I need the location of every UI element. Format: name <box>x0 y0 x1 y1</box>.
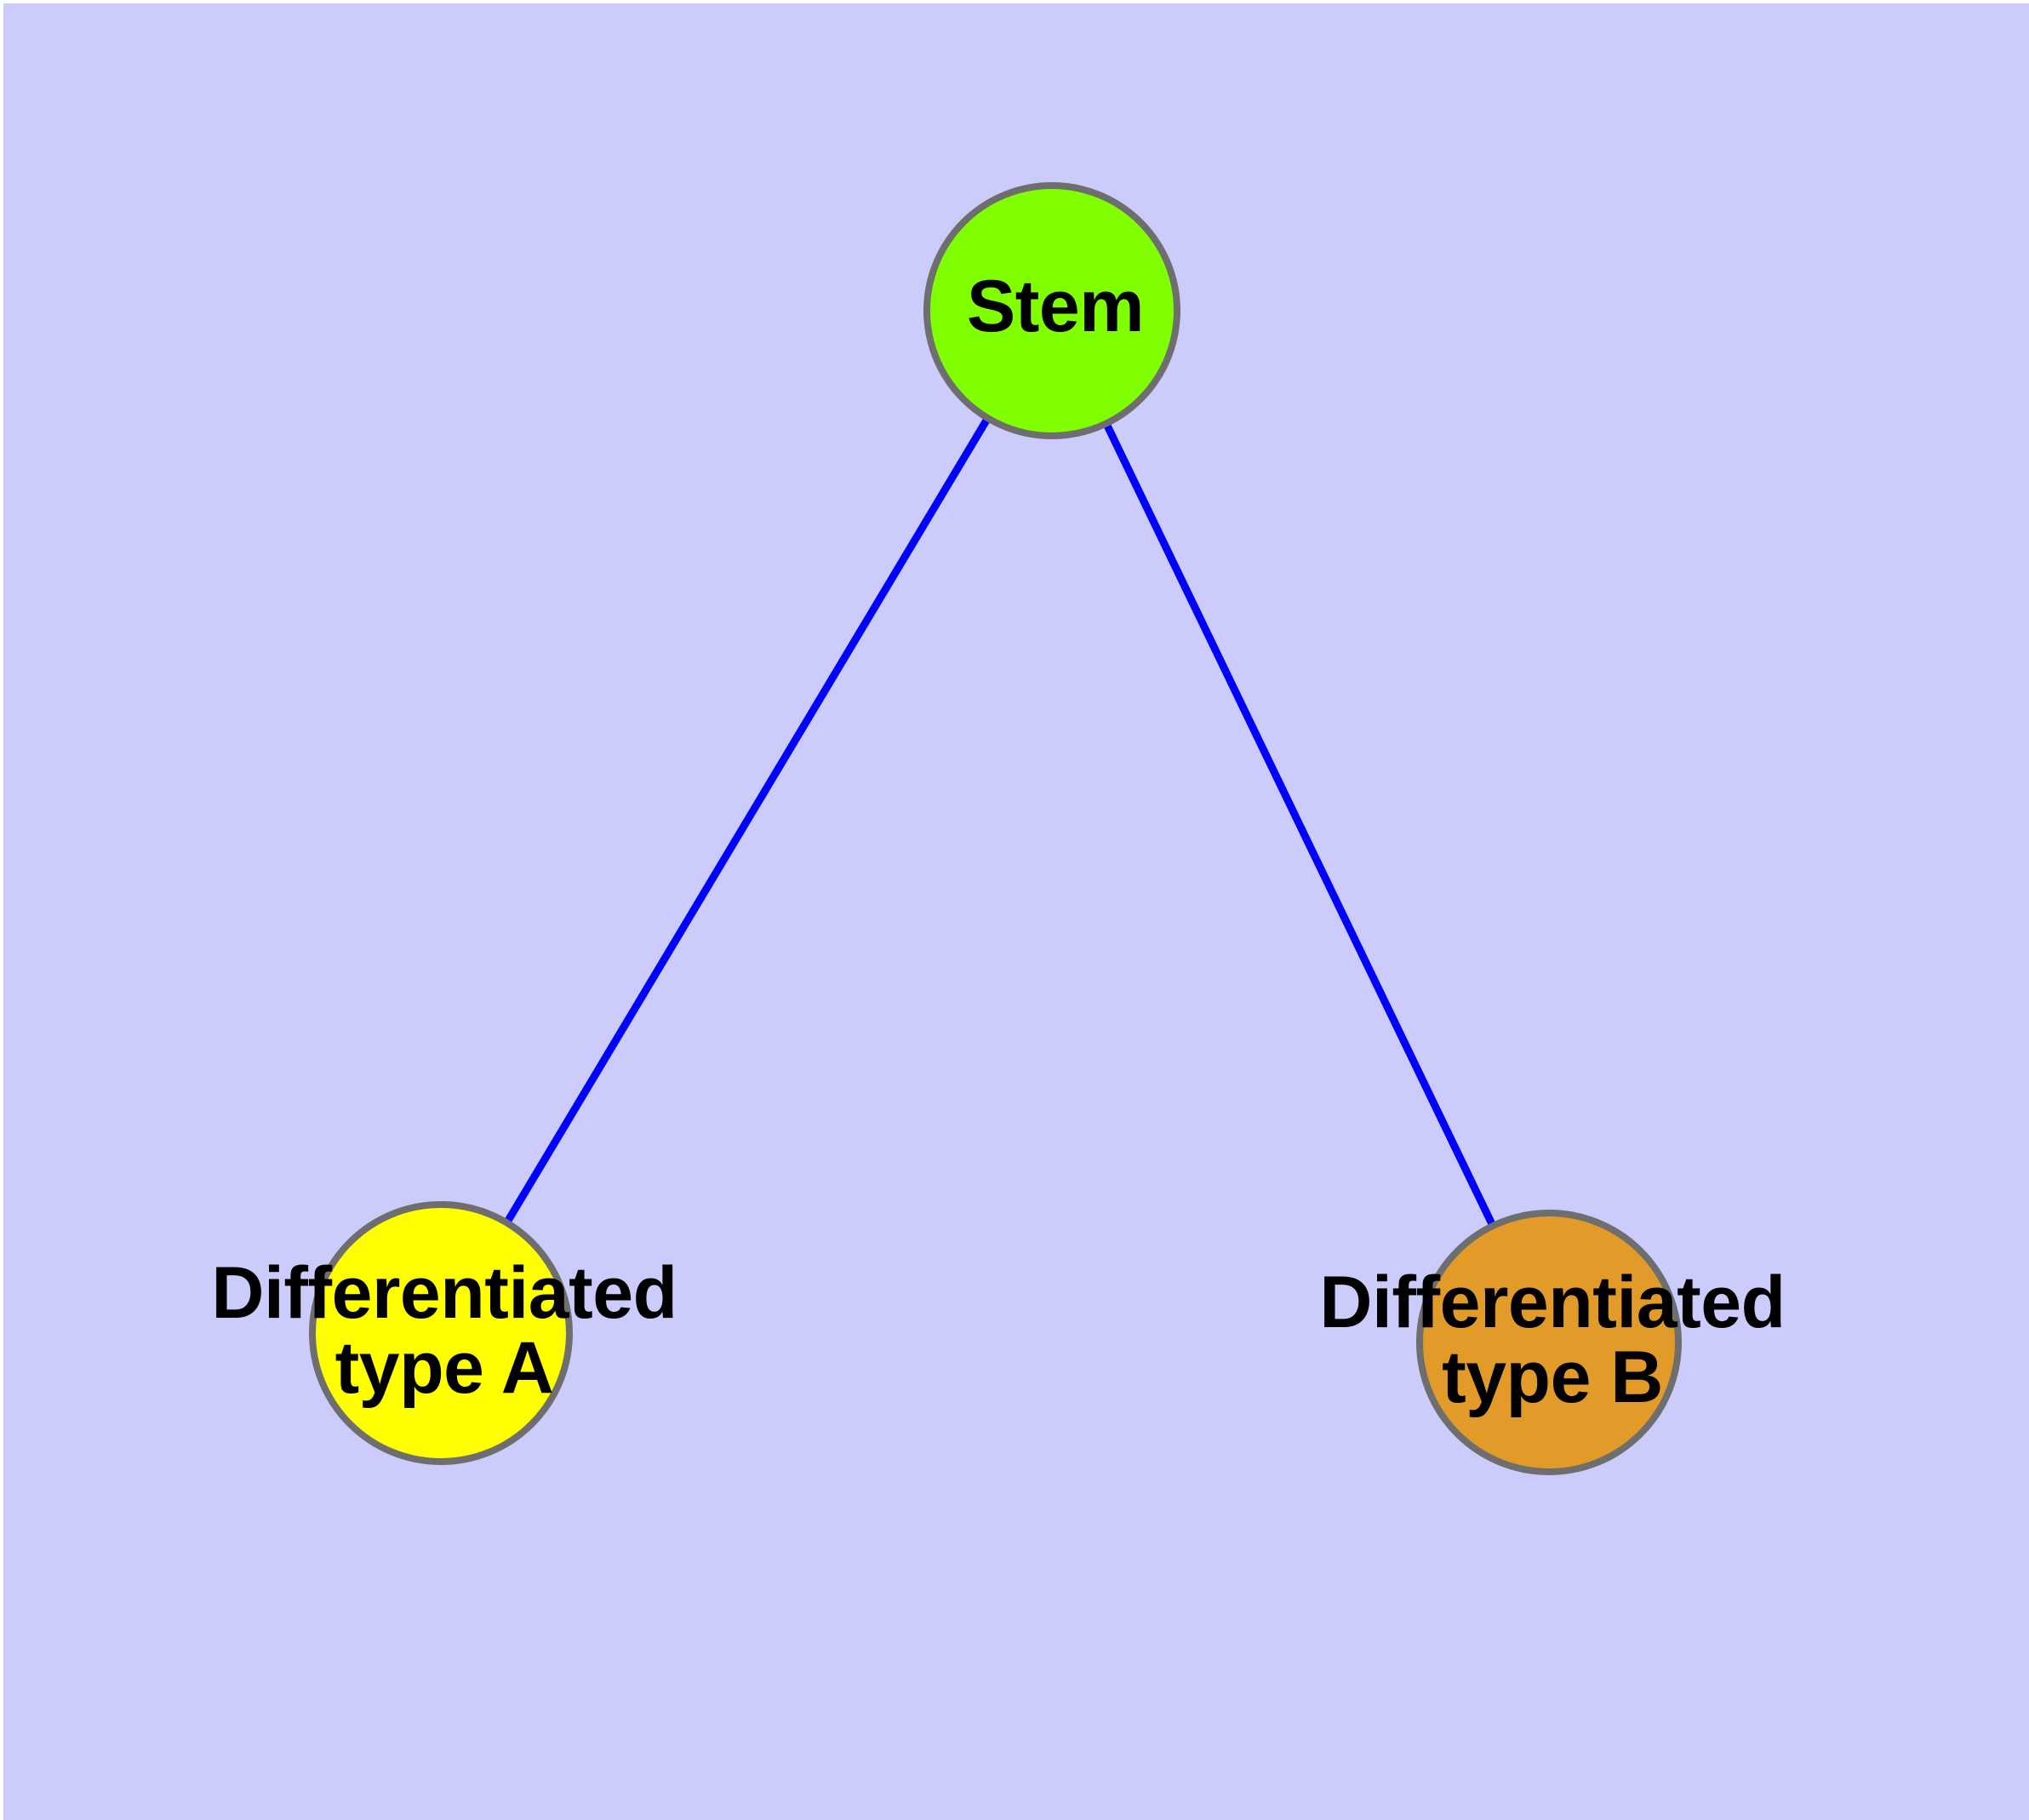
node-stem[interactable] <box>923 182 1180 439</box>
edge-stem-to-differentiated-type-a[interactable] <box>503 415 992 1226</box>
graph-svg <box>309 182 1682 1475</box>
node-differentiated-type-a[interactable] <box>309 1201 573 1465</box>
diagram-plot-area: Stem Differentiated type A Differentiate… <box>3 3 2029 1820</box>
edge-layer <box>503 415 1497 1228</box>
node-differentiated-type-b[interactable] <box>1416 1210 1682 1475</box>
edge-stem-to-differentiated-type-b[interactable] <box>1102 421 1497 1228</box>
node-layer <box>309 182 1682 1475</box>
